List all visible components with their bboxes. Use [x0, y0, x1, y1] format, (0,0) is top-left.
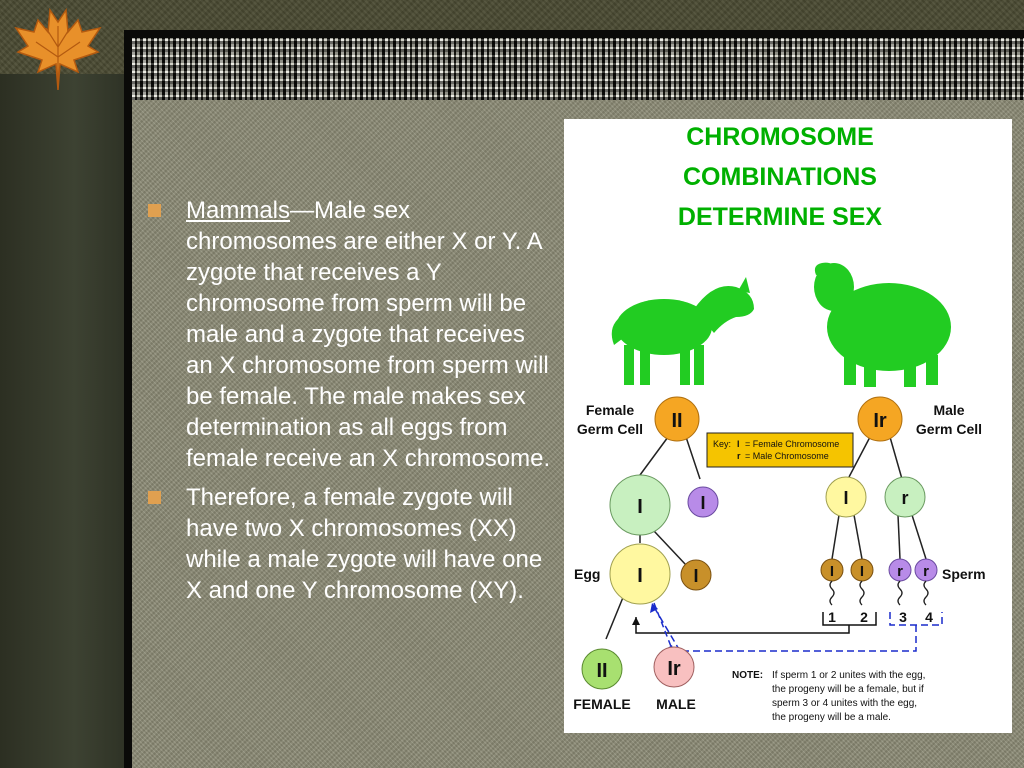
female-germ-cell [654, 396, 700, 442]
male-offspring-cell [653, 646, 695, 688]
sperm-4-label: r [923, 563, 929, 580]
male-germ-cell [857, 396, 903, 442]
male-secondary-cell-I-label: I [843, 488, 848, 508]
bullet-square-icon [148, 204, 161, 217]
sperm-number-2: 2 [860, 609, 868, 625]
bullet-item: Therefore, a female zygote will have two… [146, 482, 556, 606]
arrow-male-path-head [650, 603, 658, 613]
ewe-icon [611, 277, 754, 385]
note-line-3: sperm 3 or 4 unites with the egg, [772, 698, 917, 709]
note-line-4: the progeny will be a male. [772, 712, 891, 723]
bullet-item: Mammals—Male sex chromosomes are either … [146, 195, 556, 474]
bracket-sperm-1-2 [635, 612, 877, 634]
left-dark-column [0, 74, 124, 768]
key-line-2: = Male Chromosome [745, 451, 829, 461]
female-germ-label-1: Female [586, 402, 634, 418]
sperm-1-label: I [830, 563, 834, 580]
egg-cell-label: I [637, 565, 643, 587]
key-prefix: Key: [713, 439, 731, 449]
male-secondary-cell-r-label: r [901, 488, 908, 508]
sperm-cells: I I r r [820, 558, 938, 606]
polar-body-1 [687, 486, 719, 518]
female-secondary-cell-label: I [637, 496, 643, 518]
female-germ-cell-label: II [671, 410, 682, 432]
bracket-sperm-3-4 [680, 612, 943, 652]
arrow-male-path [653, 606, 681, 652]
sperm-number-3: 3 [899, 609, 907, 625]
female-offspring-label: II [596, 660, 607, 682]
egg-cell [609, 543, 671, 605]
sperm-label: Sperm [942, 566, 986, 582]
chromosome-diagram: CHROMOSOME COMBINATIONS DETERMINE SEX Fe… [573, 123, 986, 723]
male-germ-label-2: Germ Cell [916, 421, 982, 437]
figure-title-line-2: COMBINATIONS [683, 163, 877, 191]
polar-body-1-label: I [700, 493, 705, 513]
branch-lines [605, 436, 927, 640]
egg-label: Egg [574, 566, 600, 582]
key-legend: Key: I = Female Chromosome r = Male Chro… [706, 432, 854, 468]
bullet-lead-term: Mammals [186, 197, 291, 224]
female-word: FEMALE [573, 696, 631, 712]
note-prefix: NOTE: [732, 670, 763, 681]
chromosome-figure: CHROMOSOME COMBINATIONS DETERMINE SEX Fe… [564, 119, 1012, 733]
bullet-dash: — [290, 197, 315, 224]
female-germ-label-2: Germ Cell [577, 421, 643, 437]
sperm-number-1: 1 [828, 609, 836, 625]
male-offspring-label: Ir [667, 658, 681, 680]
arrow-egg-to-male [653, 602, 673, 650]
note-line-2: the progeny will be a female, but if [772, 684, 924, 695]
key-symbol-1: I [737, 439, 740, 449]
figure-title-line-1: CHROMOSOME [686, 123, 874, 151]
polar-body-2 [680, 559, 712, 591]
bullet-text: Male sex chromosomes are either X or Y. … [186, 197, 551, 472]
male-word: MALE [656, 696, 696, 712]
note-line-1: If sperm 1 or 2 unites with the egg, [772, 670, 925, 681]
key-symbol-2: r [737, 451, 741, 461]
bullet-list: Mammals—Male sex chromosomes are either … [146, 195, 556, 614]
ram-icon [814, 262, 951, 387]
sperm-3-label: r [897, 563, 903, 580]
polar-body-2-label: I [693, 566, 698, 586]
male-germ-label-1: Male [933, 402, 964, 418]
arrow-female-path [632, 617, 640, 625]
maple-leaf-icon [14, 7, 102, 91]
key-line-1: = Female Chromosome [745, 439, 839, 449]
male-secondary-cell-I [825, 476, 867, 518]
female-secondary-cell [609, 474, 671, 536]
male-germ-cell-label: Ir [873, 410, 887, 432]
female-offspring-cell [581, 648, 623, 690]
figure-title-line-3: DETERMINE SEX [678, 203, 883, 231]
bullet-text: Therefore, a female zygote will have two… [186, 484, 543, 604]
male-secondary-cell-r [884, 476, 926, 518]
header-texture-band [132, 38, 1024, 100]
bullet-square-icon [148, 491, 161, 504]
sperm-2-label: I [860, 563, 864, 580]
sperm-number-4: 4 [925, 609, 933, 625]
